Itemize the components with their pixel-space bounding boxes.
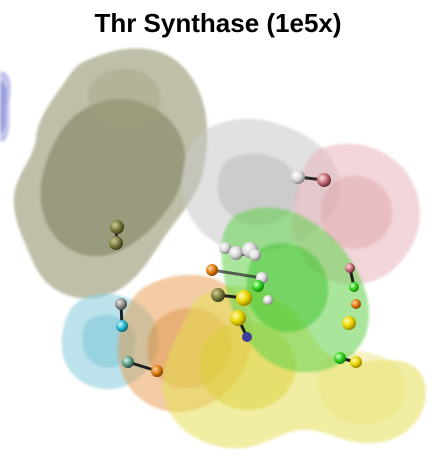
blue-fragment — [0, 71, 11, 142]
teal-orange-pair-marker — [122, 356, 163, 377]
figure-title: Thr Synthase (1e5x) — [94, 8, 342, 38]
green-domain — [221, 207, 370, 373]
olive-domain — [13, 48, 208, 299]
right-yellow-marker — [342, 299, 361, 330]
pink-green-pair-marker — [345, 263, 359, 292]
cyan-pair-marker — [115, 298, 128, 332]
olive-pair-marker — [109, 220, 124, 250]
center-cluster — [206, 242, 273, 342]
green-yellow-pair-marker — [334, 352, 362, 368]
grey-pink-pair-marker — [291, 170, 331, 187]
